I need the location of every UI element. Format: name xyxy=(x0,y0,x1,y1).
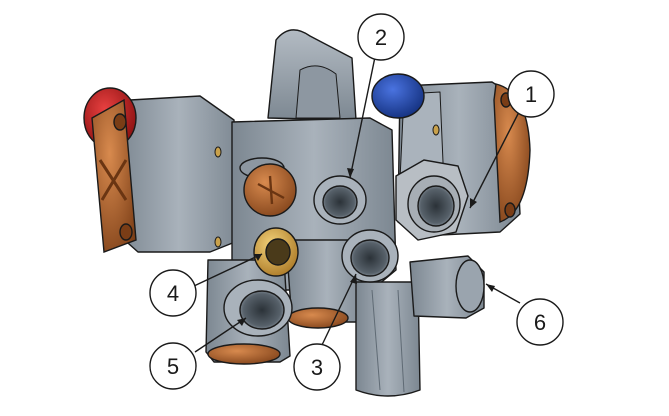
port-2 xyxy=(313,175,367,225)
leader-lines xyxy=(193,56,521,353)
right-blue-cap xyxy=(371,73,531,223)
port-4-brass xyxy=(253,227,299,277)
callout-1: 1 xyxy=(507,70,555,118)
callout-6: 6 xyxy=(516,298,564,346)
leader-arrowheads xyxy=(237,168,495,326)
callout-4: 4 xyxy=(149,269,197,317)
callout-5: 5 xyxy=(149,342,197,390)
callout-2: 2 xyxy=(357,13,405,61)
callout-6-number: 6 xyxy=(534,310,546,335)
exhaust-tube xyxy=(355,281,421,397)
callout-3: 3 xyxy=(293,343,341,391)
leader-5 xyxy=(194,317,247,353)
leader-2 xyxy=(349,56,376,179)
left-red-cap xyxy=(83,87,137,253)
copper-plug xyxy=(239,157,297,217)
port-5 xyxy=(207,279,293,365)
callout-2-number: 2 xyxy=(375,25,387,50)
port-1-nut xyxy=(395,159,469,241)
leader-4 xyxy=(193,253,263,287)
callout-4-number: 4 xyxy=(167,281,179,306)
leader-1 xyxy=(469,111,520,209)
callout-1-number: 1 xyxy=(525,82,537,107)
callout-5-number: 5 xyxy=(167,354,179,379)
leader-3 xyxy=(321,273,357,346)
callout-3-number: 3 xyxy=(311,355,323,380)
